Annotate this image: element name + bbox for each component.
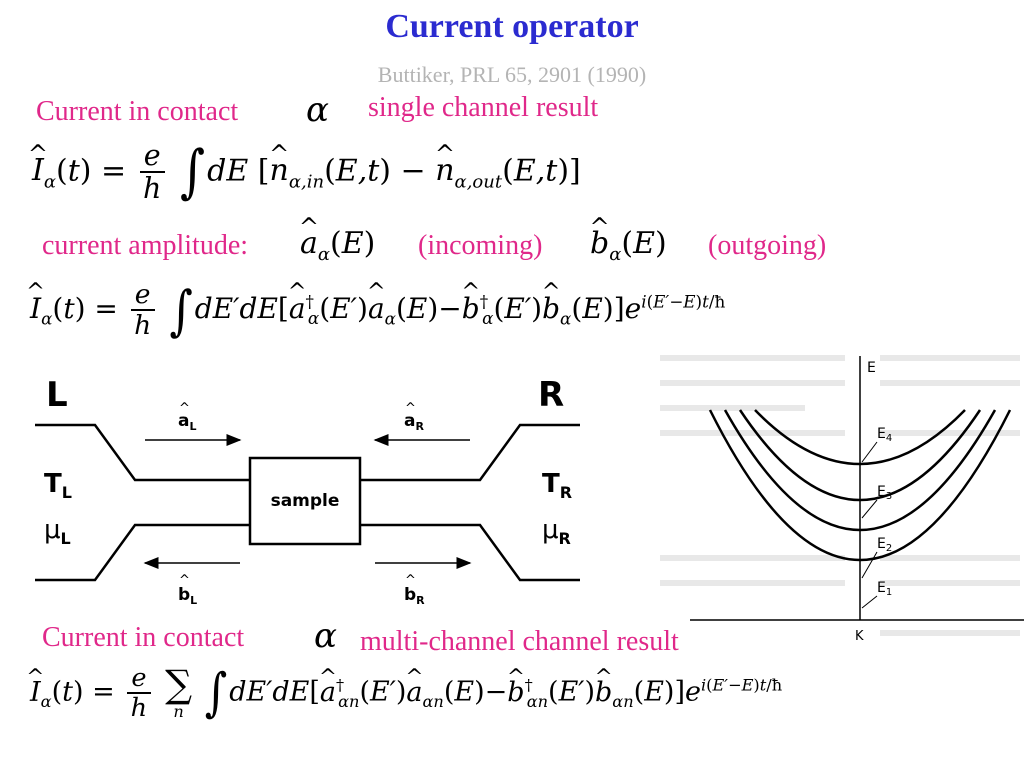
outgoing-label: (outgoing) bbox=[708, 230, 827, 261]
amplitude-label: current amplitude: bbox=[42, 230, 249, 261]
section1-alpha: α bbox=[306, 90, 329, 130]
outgoing-amplitude-symbol: bα(E) bbox=[590, 226, 667, 265]
amplitude-b-right: bR bbox=[404, 585, 425, 607]
section2-alpha: α bbox=[314, 616, 337, 656]
level-label-E2: E2 bbox=[877, 536, 892, 554]
section2-label: Current in contact bbox=[42, 622, 245, 653]
level-label-E1: E1 bbox=[877, 580, 892, 598]
slide-title: Current operator bbox=[385, 8, 639, 45]
subband-diagram: E K E4 E3 E2 E1 bbox=[660, 355, 1024, 644]
lead-top-left bbox=[35, 423, 250, 482]
left-lead-label: L bbox=[46, 375, 68, 415]
hat-b-right: ^ bbox=[405, 573, 416, 588]
energy-axis-label: E bbox=[867, 360, 876, 376]
section2-note: multi-channel channel result bbox=[360, 626, 679, 657]
amplitude-b-left: bL bbox=[178, 585, 197, 607]
lead-bottom-left bbox=[35, 523, 250, 582]
subband-1 bbox=[708, 409, 1012, 562]
reference-citation: Buttiker, PRL 65, 2901 (1990) bbox=[377, 62, 647, 87]
section1-note: single channel result bbox=[368, 92, 599, 123]
amplitude-a-left: aL bbox=[178, 411, 197, 433]
equation-single-channel: Iα(t) = eh ∫dE [nα,in(E,t) − nα,out(E,t)… bbox=[32, 139, 581, 206]
level-label-E3: E3 bbox=[877, 484, 892, 502]
temperature-left: TL bbox=[44, 469, 72, 502]
right-lead-label: R bbox=[538, 375, 564, 415]
hat-a-left: ^ bbox=[179, 401, 190, 416]
section1-label: Current in contact bbox=[36, 96, 239, 127]
scattering-diagram: sample L R TL μL TR μR aL ^ aR ^ bL ^ bR… bbox=[35, 375, 580, 607]
hat-b-left: ^ bbox=[179, 573, 190, 588]
level-label-E4: E4 bbox=[877, 426, 892, 444]
temperature-right: TR bbox=[542, 469, 572, 502]
amplitude-a-right: aR bbox=[404, 411, 424, 433]
chemical-potential-right: μR bbox=[542, 515, 571, 548]
equation-amplitude-form: Iα(t) = eh ∫dE′dE[a†α(E′)aα(E)−b†α(E′)bα… bbox=[30, 278, 725, 342]
sample-label: sample bbox=[271, 491, 340, 511]
incoming-label: (incoming) bbox=[418, 230, 543, 261]
subband-3 bbox=[738, 409, 982, 502]
incoming-amplitude-symbol: aα(E) bbox=[300, 226, 375, 265]
lead-top-right bbox=[360, 423, 580, 482]
faded-background-text bbox=[660, 355, 1020, 636]
momentum-axis-label: K bbox=[855, 629, 864, 644]
subband-4 bbox=[754, 409, 966, 466]
sample-box bbox=[248, 456, 362, 546]
hat-a-right: ^ bbox=[405, 401, 416, 416]
equation-multi-channel: Iα(t) = eh ∑n ∫dE′dE[a†αn(E′)aαn(E)−b†αn… bbox=[30, 663, 782, 723]
chemical-potential-left: μL bbox=[44, 515, 71, 548]
lead-bottom-right bbox=[360, 523, 580, 582]
subband-2 bbox=[723, 409, 997, 532]
